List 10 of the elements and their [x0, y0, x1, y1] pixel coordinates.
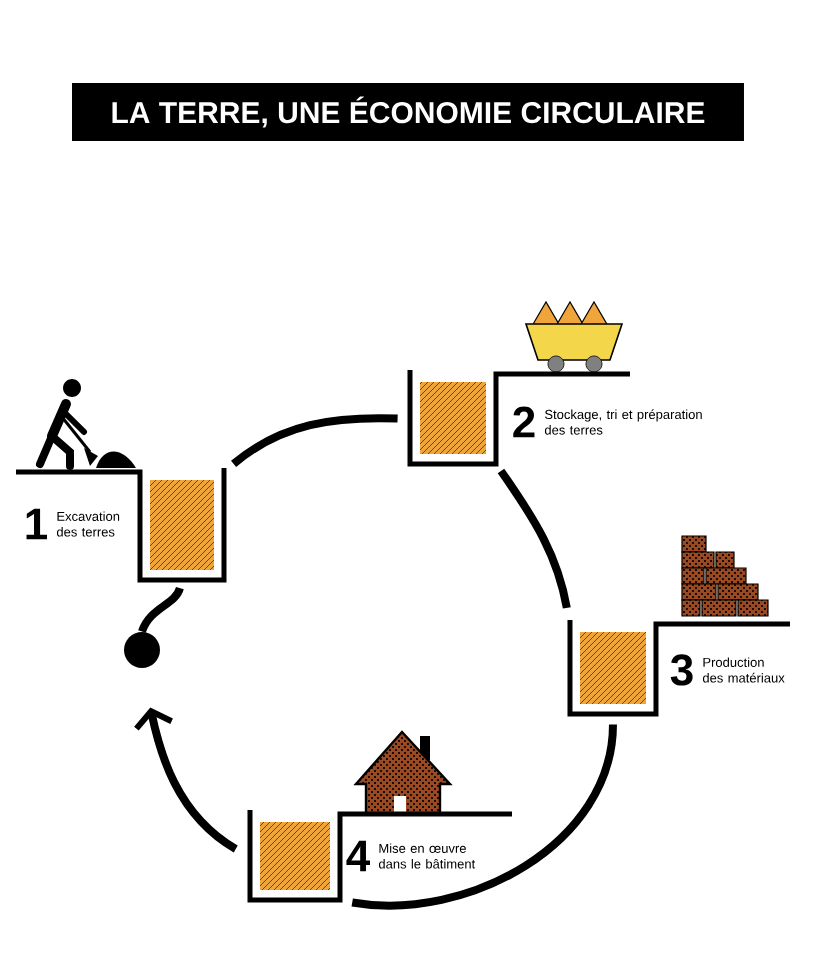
- pit: [247, 810, 512, 903]
- pit: [407, 370, 630, 467]
- dot: [124, 632, 160, 668]
- step-number: 2: [513, 406, 535, 438]
- pit: [16, 468, 227, 583]
- step-number: 1: [26, 508, 47, 540]
- pit: [567, 620, 790, 717]
- title-banner: LA TERRE, UNE ÉCONOMIE CIRCULAIRE: [72, 83, 744, 141]
- step-number: 3: [670, 654, 693, 686]
- step-number: 4: [346, 840, 370, 872]
